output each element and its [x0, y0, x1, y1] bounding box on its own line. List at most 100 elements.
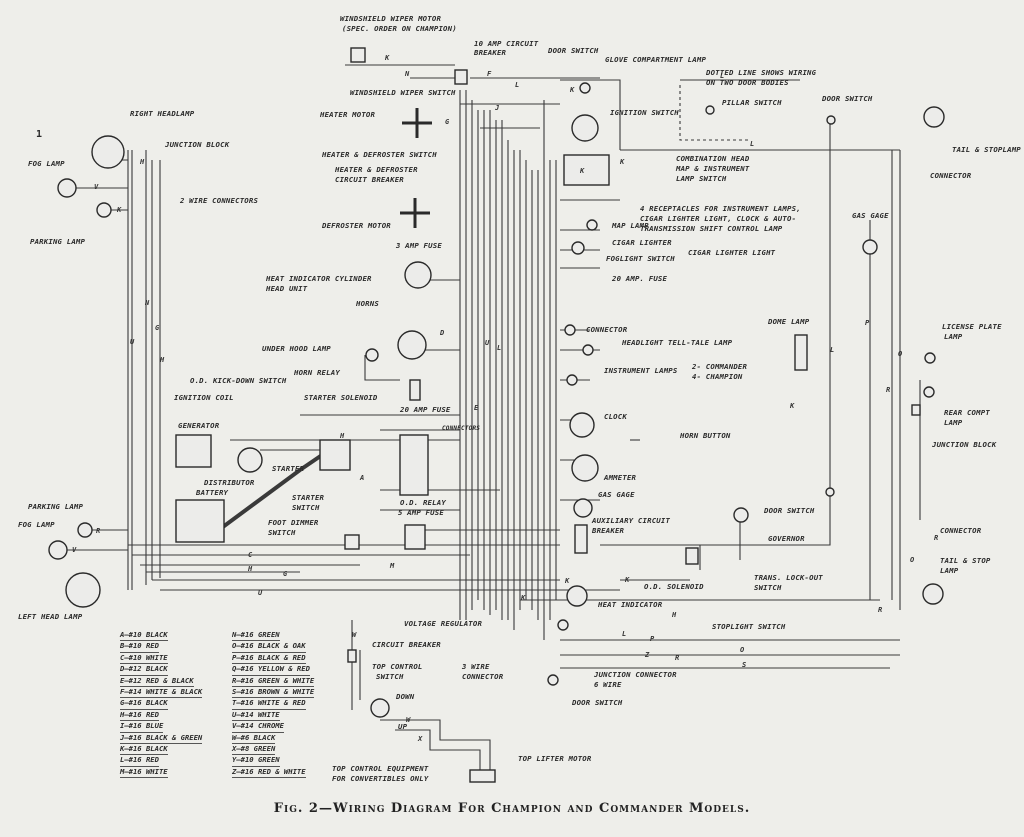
svg-text:N: N — [404, 70, 410, 78]
svg-text:R: R — [675, 654, 679, 662]
svg-text:H: H — [671, 611, 677, 619]
label-spec-order: (SPEC. ORDER ON CHAMPION) — [342, 24, 457, 33]
svg-text:Z: Z — [644, 651, 650, 659]
label-stoplight-switch: STOPLIGHT SWITCH — [712, 622, 786, 631]
svg-text:L: L — [515, 81, 519, 89]
label-starter-switch-1: STARTER — [292, 493, 325, 502]
svg-text:E: E — [474, 404, 479, 412]
legend-entry: Q—#16 YELLOW & RED — [232, 664, 310, 676]
svg-text:A: A — [359, 474, 364, 482]
svg-text:K: K — [564, 577, 570, 585]
label-aux-cb-2: BREAKER — [592, 526, 625, 535]
svg-text:R: R — [878, 606, 882, 614]
label-ammeter: AMMETER — [604, 473, 637, 482]
label-junction-6-wire-1: JUNCTION CONNECTOR — [594, 670, 677, 679]
svg-text:K: K — [116, 206, 122, 214]
label-rear-compt-2: LAMP — [944, 418, 963, 427]
svg-text:K: K — [384, 54, 390, 62]
svg-text:R: R — [934, 534, 938, 542]
legend-entry: S—#16 BROWN & WHITE — [232, 687, 315, 699]
svg-text:K: K — [520, 594, 526, 602]
svg-text:R: R — [886, 386, 890, 394]
label-door-switch-top: DOOR SWITCH — [548, 46, 599, 55]
label-tail-stop-bottom-2: LAMP — [940, 566, 959, 575]
legend-entry: X—#8 GREEN — [232, 744, 276, 756]
svg-text:V: V — [72, 546, 77, 554]
label-tail-stoplamp-top: TAIL & STOPLAMP — [952, 145, 1021, 154]
legend-entry: M—#16 WHITE — [120, 767, 168, 779]
label-junction-block-left: JUNCTION BLOCK — [165, 140, 230, 149]
svg-text:K: K — [619, 158, 625, 166]
label-cigar-lighter: CIGAR LIGHTER — [612, 238, 672, 247]
label-under-hood-lamp: UNDER HOOD LAMP — [262, 344, 331, 353]
svg-text:H: H — [339, 432, 345, 440]
label-junction-6-wire-2: 6 WIRE — [594, 680, 622, 689]
label-down: DOWN — [396, 692, 415, 701]
legend-entry: U—#14 WHITE — [232, 710, 280, 722]
label-heater-cb-2: CIRCUIT BREAKER — [335, 175, 404, 184]
label-top-lifter-motor: TOP LIFTER MOTOR — [518, 754, 592, 763]
label-od-relay: O.D. RELAY — [400, 498, 446, 507]
legend-entry: L—#16 RED — [120, 755, 159, 767]
svg-text:P: P — [865, 319, 870, 327]
svg-text:D: D — [439, 329, 444, 337]
label-3-wire-1: 3 WIRE — [462, 662, 490, 671]
svg-text:C: C — [248, 551, 253, 559]
label-up: UP — [398, 722, 408, 731]
svg-text:L: L — [622, 630, 626, 638]
label-combination-1: COMBINATION HEAD — [676, 154, 750, 163]
label-aux-cb-1: AUXILIARY CIRCUIT — [592, 516, 671, 525]
caption-text: Fig. 2—Wiring Diagram For Champion and C… — [273, 801, 751, 816]
label-license-plate-2: LAMP — [944, 332, 963, 341]
label-cigar-lighter-light: CIGAR LIGHTER LIGHT — [688, 248, 776, 257]
label-trans-lockout-2: SWITCH — [754, 583, 782, 592]
svg-text:R: R — [96, 527, 100, 535]
label-od-kick-down-switch: O.D. KICK-DOWN SWITCH — [190, 376, 287, 385]
label-instrument-lamps: INSTRUMENT LAMPS — [604, 366, 678, 375]
label-headlight-telltale: HEADLIGHT TELL-TALE LAMP — [622, 338, 733, 347]
label-horns: HORNS — [356, 299, 379, 308]
label-clock: CLOCK — [604, 412, 627, 421]
label-20-amp-fuse-mid: 20 AMP FUSE — [400, 405, 451, 414]
label-glove-compartment-lamp: GLOVE COMPARTMENT LAMP — [605, 55, 707, 64]
svg-text:L: L — [750, 140, 754, 148]
label-right-headlamp: RIGHT HEADLAMP — [130, 109, 195, 118]
label-voltage-regulator: VOLTAGE REGULATOR — [404, 619, 483, 628]
label-windshield-wiper-motor: WINDSHIELD WIPER MOTOR — [340, 14, 442, 23]
label-top-equipment-2: FOR CONVERTIBLES ONLY — [332, 774, 429, 783]
label-connector-lower-right: CONNECTOR — [940, 526, 982, 535]
label-pillar-switch: PILLAR SWITCH — [722, 98, 782, 107]
svg-text:U: U — [485, 339, 490, 347]
svg-text:P: P — [650, 635, 655, 643]
legend-entry: E—#12 RED & BLACK — [120, 676, 194, 687]
legend-entry: R—#16 GREEN & WHITE — [232, 676, 315, 687]
label-starter-switch-2: SWITCH — [292, 503, 320, 512]
label-foot-dimmer-1: FOOT DIMMER — [268, 518, 319, 527]
label-license-plate-1: LICENSE PLATE — [942, 322, 1002, 331]
svg-text:K: K — [569, 86, 575, 94]
legend-entry: A—#10 BLACK — [120, 630, 168, 642]
label-tail-stop-bottom-1: TAIL & STOP — [940, 556, 991, 565]
svg-text:M: M — [389, 562, 395, 570]
legend-entry: G—#16 BLACK — [120, 698, 168, 710]
svg-text:S: S — [742, 661, 746, 669]
figure-caption: Fig. 2—Wiring Diagram For Champion and C… — [0, 801, 1024, 816]
label-door-switch-right: DOOR SWITCH — [822, 94, 873, 103]
label-dotted-line-1: DOTTED LINE SHOWS WIRING — [706, 68, 817, 77]
legend-entry: H—#16 RED — [120, 710, 159, 722]
label-parking-lamp-top: PARKING LAMP — [30, 237, 86, 246]
svg-text:U: U — [130, 338, 135, 346]
label-fog-lamp-top: FOG LAMP — [28, 159, 65, 168]
label-20-amp-fuse-top: 20 AMP. FUSE — [612, 274, 668, 283]
svg-text:H: H — [139, 158, 145, 166]
label-10amp-breaker-2: BREAKER — [474, 48, 507, 57]
label-map-lamp: MAP LAMP — [612, 221, 649, 230]
label-3-wire-2: CONNECTOR — [462, 672, 504, 681]
label-battery: BATTERY — [196, 488, 229, 497]
svg-text:K: K — [624, 576, 630, 584]
label-horn-button: HORN BUTTON — [680, 431, 731, 440]
label-heat-indicator: HEAT INDICATOR — [598, 600, 663, 609]
